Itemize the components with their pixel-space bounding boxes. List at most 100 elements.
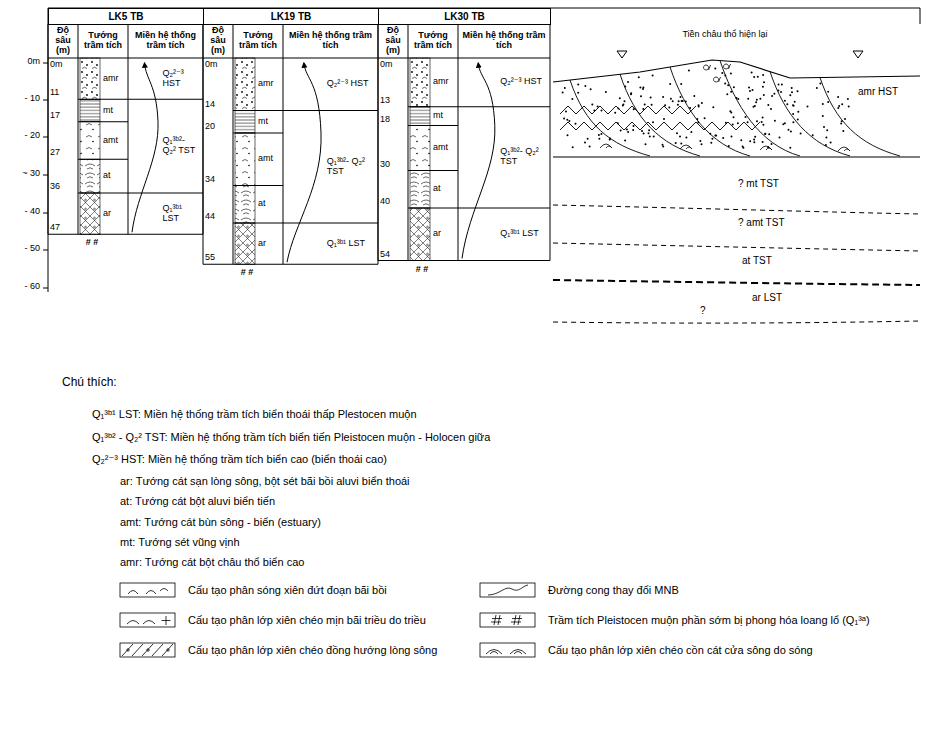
lithology-strip (410, 107, 430, 126)
sand-dot (784, 100, 786, 102)
lithology-strip (235, 111, 255, 134)
sand-dot (789, 147, 791, 149)
sand-dot (563, 118, 565, 120)
tract-boundary (283, 223, 378, 224)
sand-dot (747, 98, 749, 100)
sand-dot (693, 95, 695, 97)
delta-surface (553, 60, 920, 82)
column-line (233, 24, 234, 264)
facies-boundary (78, 159, 128, 160)
sand-dot (662, 144, 664, 146)
sand-dot (622, 104, 624, 106)
generated-drawing (43, 8, 920, 292)
facies-boundary (553, 205, 920, 214)
sand-dot (763, 81, 765, 83)
sand-dot (714, 68, 716, 70)
sand-dot (747, 121, 749, 123)
sand-dot (822, 115, 824, 117)
column-line (48, 24, 49, 234)
borehole-name: LK19 TB (271, 11, 312, 22)
axis-label: 0m (2, 57, 40, 67)
tract-label: amr HST (858, 86, 918, 97)
bottom-line (203, 264, 378, 265)
depth-value: 20 (205, 122, 232, 132)
sand-dot (792, 104, 794, 106)
sand-dot (730, 112, 732, 114)
legend-swatch (480, 613, 535, 627)
sand-dot (642, 86, 644, 88)
facies-code: mt (258, 117, 282, 127)
sand-dot (771, 95, 773, 97)
sand-dot (825, 136, 827, 138)
axis-label: - 20 (2, 131, 40, 141)
river-bedding-symbol (122, 644, 173, 656)
sand-dot (714, 134, 716, 136)
column-header: Độ sâu (m) (49, 26, 77, 56)
sand-dot (624, 100, 626, 102)
wavy-bedding-symbol (128, 589, 168, 595)
sand-dot (598, 134, 600, 136)
borehole-title: LK5 TB (48, 8, 204, 25)
sand-dot (726, 93, 728, 95)
header-line (378, 58, 550, 59)
depth-value: 40 (380, 197, 407, 207)
depth-value: 13 (380, 96, 407, 106)
sand-dot (830, 141, 832, 143)
sand-dot (648, 129, 650, 131)
sand-dot (652, 75, 654, 77)
lithology-strip (410, 58, 430, 107)
tract-boundary (128, 193, 203, 194)
sand-dot (680, 142, 682, 144)
sea-level-curve (462, 63, 495, 259)
legend-swatches (120, 583, 535, 657)
depth-value: 47 (50, 223, 77, 233)
sand-dot (762, 86, 764, 88)
shell-symbol (704, 64, 731, 82)
sand-dot (627, 131, 629, 133)
sand-dot (676, 132, 678, 134)
facies-boundary (233, 133, 283, 134)
sand-dot (781, 84, 783, 86)
sand-dot (672, 100, 674, 102)
facies-code: amt (103, 136, 127, 146)
tract-label: ar LST (752, 292, 832, 303)
sand-dot (819, 83, 821, 85)
facies-code: ar (103, 209, 127, 219)
axis-tick (43, 175, 48, 176)
lithology-strip (235, 58, 255, 111)
header-line (48, 58, 203, 59)
sand-dot (754, 136, 756, 138)
sand-dot (731, 136, 733, 138)
depth-value: 36 (50, 182, 77, 192)
sand-dot (562, 91, 564, 93)
wavy-bedding-line (560, 122, 760, 130)
borehole-title: LK30 TB (378, 8, 551, 25)
axis-label: - 50 (2, 244, 40, 254)
sand-dot (788, 129, 790, 131)
legend-definition: at: Tướng cát bột aluvi biển tiến (120, 495, 800, 507)
weathered-mark: # # (227, 268, 267, 278)
axis-label: - 40 (2, 207, 40, 217)
sand-dot (771, 143, 773, 145)
sand-dot (792, 113, 794, 115)
sand-dot (786, 103, 788, 105)
legend-text: Trầm tích Pleistocen muộn phần sớm bị ph… (548, 614, 878, 626)
sand-dot (792, 121, 794, 123)
sand-dot (797, 119, 799, 121)
sand-dot (650, 96, 652, 98)
depth-value: 0m (205, 60, 232, 70)
facies-code: amr (103, 74, 127, 84)
sand-dot (748, 87, 750, 89)
sand-dot (620, 130, 622, 132)
sand-dot (591, 104, 593, 106)
sand-dot (564, 87, 566, 89)
lithology-strip (80, 193, 100, 234)
column-line (283, 24, 284, 264)
sand-dot (838, 105, 840, 107)
facies-code: amt (258, 154, 282, 164)
sand-dot (575, 123, 577, 125)
facies-boundary (408, 208, 458, 209)
wavy-bedding-line (560, 106, 696, 114)
sand-dot (797, 90, 799, 92)
